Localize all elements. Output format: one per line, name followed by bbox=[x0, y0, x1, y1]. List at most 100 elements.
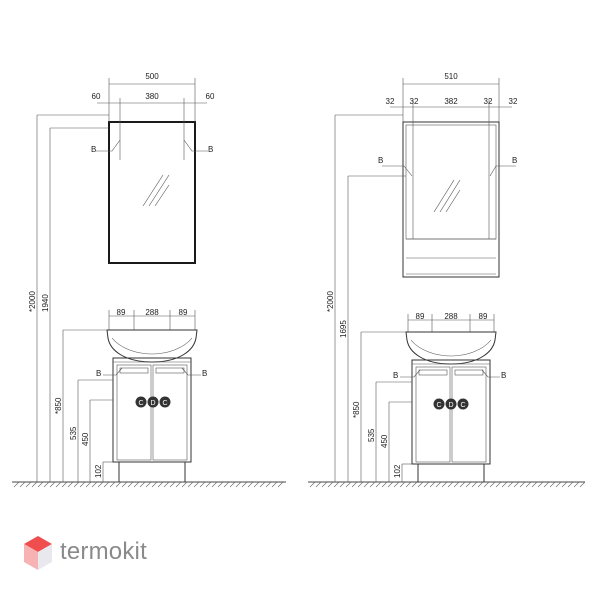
floor-hatch-line bbox=[133, 481, 140, 488]
floor-hatch-line bbox=[315, 481, 322, 488]
floor-hatch-line bbox=[399, 481, 406, 488]
floor-hatch-line bbox=[259, 481, 266, 488]
floor-hatch-line bbox=[13, 481, 20, 488]
floor-hatch-line bbox=[513, 481, 520, 488]
left-height-535: 535 bbox=[69, 426, 78, 440]
floor-hatch-line bbox=[127, 481, 134, 488]
right-cabinet-door-left bbox=[415, 366, 451, 463]
floor-hatch-line bbox=[489, 481, 496, 488]
floor-hatch-line bbox=[49, 481, 56, 488]
floor-hatch-line bbox=[67, 481, 74, 488]
left-mirror-mark-b-left: B bbox=[91, 145, 96, 154]
left-cabinet-body bbox=[112, 357, 192, 463]
right-cabinet-b-marks: B B bbox=[393, 369, 506, 380]
right-cabinet-logo: C D C bbox=[433, 398, 469, 410]
right-logo-letter-3: C bbox=[460, 402, 465, 409]
termokit-logo-icon bbox=[24, 536, 52, 570]
floor-hatch-line bbox=[561, 481, 568, 488]
right-mirror-dim-4: 32 bbox=[509, 97, 518, 106]
floor-hatch-line bbox=[43, 481, 50, 488]
left-mirror-dimensions: 500 60 380 60 bbox=[92, 72, 215, 160]
right-cabinet-mark-b-left: B bbox=[393, 371, 398, 380]
floor-hatch-line bbox=[519, 481, 526, 488]
floor-hatch-line bbox=[187, 481, 194, 488]
floor-hatch-line bbox=[151, 481, 158, 488]
floor-hatch-line bbox=[525, 481, 532, 488]
floor-hatch-line bbox=[223, 481, 230, 488]
left-mirror-side-left: 60 bbox=[92, 92, 101, 101]
left-logo-letter-3: C bbox=[162, 400, 167, 407]
left-mirror-glare bbox=[142, 174, 170, 207]
floor-hatch-line bbox=[91, 481, 98, 488]
floor-hatch-line bbox=[55, 481, 62, 488]
left-cabinet-door-left bbox=[116, 364, 152, 461]
floor-hatch-line bbox=[345, 481, 352, 488]
left-cabinet-dim-center: 288 bbox=[145, 308, 159, 317]
left-mirror-b-marks: B B bbox=[91, 139, 213, 154]
floor-hatch-line bbox=[507, 481, 514, 488]
left-cabinet-top-dimensions: 89 288 89 bbox=[108, 308, 196, 330]
floor-hatch-line bbox=[229, 481, 236, 488]
floor-hatch-line bbox=[211, 481, 218, 488]
floor-hatch-line bbox=[271, 481, 278, 488]
floor-hatch-line bbox=[417, 481, 424, 488]
floor-hatch-line bbox=[549, 481, 556, 488]
right-height-1695: 1695 bbox=[339, 320, 348, 338]
left-cabinet-b-marks: B B bbox=[96, 367, 207, 378]
floor-hatch-line bbox=[181, 481, 188, 488]
left-cabinet-mark-b-right: B bbox=[202, 369, 207, 378]
floor-hatch-line bbox=[339, 481, 346, 488]
right-mirror-total-width: 510 bbox=[444, 72, 458, 81]
right-basin bbox=[405, 331, 497, 365]
floor-hatch-line bbox=[139, 481, 146, 488]
right-vanity bbox=[405, 331, 497, 482]
right-mirror-dim-1: 32 bbox=[386, 97, 395, 106]
floor-hatch-line bbox=[381, 481, 388, 488]
right-cabinet-top-dimensions: 89 288 89 bbox=[407, 312, 495, 332]
floor-hatch-line bbox=[157, 481, 164, 488]
floor-hatch-line bbox=[247, 481, 254, 488]
floor-hatch-line bbox=[85, 481, 92, 488]
right-height-450: 450 bbox=[380, 434, 389, 448]
left-cabinet-door-right bbox=[152, 364, 188, 461]
floor-hatch-line bbox=[567, 481, 574, 488]
floor-hatch-line bbox=[351, 481, 358, 488]
right-height-102: 102 bbox=[393, 464, 402, 478]
floor-hatch-line bbox=[61, 481, 68, 488]
floor-hatch-line bbox=[25, 481, 32, 488]
right-mirror-frame bbox=[402, 121, 500, 278]
floor-hatch-line bbox=[387, 481, 394, 488]
right-height-2000: *2000 bbox=[326, 291, 335, 312]
floor-hatch-line bbox=[393, 481, 400, 488]
floor-hatch-line bbox=[19, 481, 26, 488]
floor-hatch-line bbox=[405, 481, 412, 488]
floor-hatch-line bbox=[429, 481, 436, 488]
right-height-535: 535 bbox=[367, 428, 376, 442]
floor-hatch-line bbox=[333, 481, 340, 488]
floor-hatch-line bbox=[435, 481, 442, 488]
right-cabinet-body bbox=[411, 359, 491, 465]
floor-hatch-line bbox=[163, 481, 170, 488]
right-mirror-mark-b-left: B bbox=[378, 156, 383, 165]
right-logo-letter-1: C bbox=[436, 402, 441, 409]
floor-hatch-line bbox=[175, 481, 182, 488]
left-height-1940: 1940 bbox=[41, 294, 50, 312]
floor-hatch-line bbox=[459, 481, 466, 488]
left-mirror-mark-b-right: B bbox=[208, 145, 213, 154]
left-mirror-side-right: 60 bbox=[206, 92, 215, 101]
brand-name: termokit bbox=[60, 538, 147, 565]
left-basin bbox=[106, 329, 198, 363]
right-cabinet-mark-b-right: B bbox=[501, 371, 506, 380]
floor-hatch-line bbox=[277, 481, 284, 488]
left-height-dimensions: *2000 1940 *850 535 450 102 bbox=[28, 114, 113, 482]
left-cabinet-mark-b-left: B bbox=[96, 369, 101, 378]
left-height-850: *850 bbox=[54, 397, 63, 414]
left-logo-letter-1: C bbox=[138, 400, 143, 407]
right-floor bbox=[308, 481, 586, 488]
floor-hatch-line bbox=[477, 481, 484, 488]
floor-hatch-line bbox=[495, 481, 502, 488]
right-mirror-center-width: 382 bbox=[444, 97, 458, 106]
floor-hatch-line bbox=[411, 481, 418, 488]
left-height-2000: *2000 bbox=[28, 291, 37, 312]
